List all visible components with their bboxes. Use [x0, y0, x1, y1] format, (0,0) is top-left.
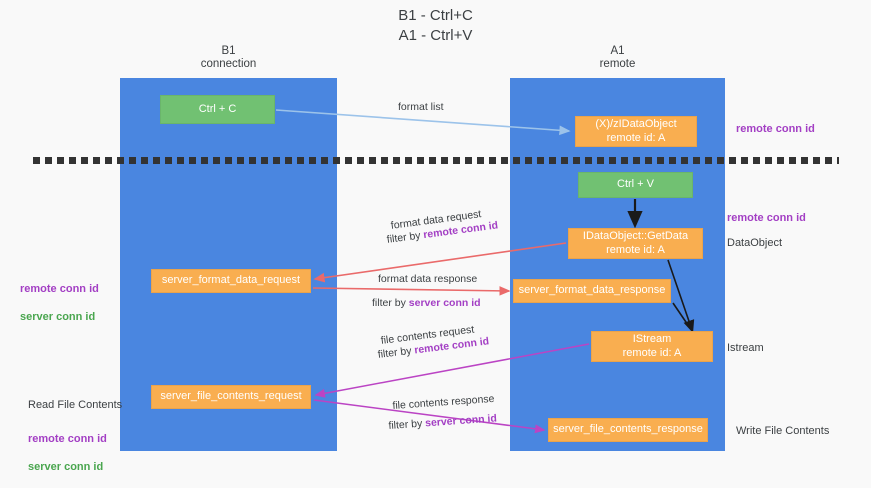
edge-label-file-contents-response: file contents response [392, 392, 495, 412]
filter-key-server-conn-id: server conn id [424, 412, 498, 430]
annotation-server-conn-id: server conn id [20, 311, 96, 323]
annotation-remote-conn-id-mid: remote conn id [727, 212, 806, 224]
filter-prefix: filter by [388, 417, 426, 432]
node-server-format-data-request[interactable]: server_format_data_request [151, 269, 311, 293]
node-idataobject-getdata[interactable]: IDataObject::GetData remote id: A [568, 228, 703, 259]
annotation-read-file-contents: Read File Contents [28, 399, 123, 411]
node-ctrl-v[interactable]: Ctrl + V [578, 172, 693, 198]
annotation-remote-conn-id: remote conn id [20, 283, 99, 295]
annotation-dataobject: DataObject [727, 237, 783, 249]
annotation-istream: Istream [727, 342, 764, 354]
phase-divider [33, 157, 839, 164]
annotation-left-conn-ids-mid: remote conn id server conn id [20, 268, 99, 338]
node-idataobject[interactable]: (X)/zIDataObject remote id: A [575, 116, 697, 147]
filter-key-server-conn-id: server conn id [408, 297, 481, 309]
filter-prefix: filter by [386, 229, 425, 246]
edge-format-data-response [312, 286, 511, 296]
node-server-file-contents-response[interactable]: server_file_contents_response [548, 418, 708, 442]
node-istream[interactable]: IStream remote id: A [591, 331, 713, 362]
annotation-server-conn-id: server conn id [28, 461, 104, 473]
edge-label-format-list: format list [398, 101, 444, 113]
annotation-left-read-file-contents-group: Read File Contents remote conn id server… [28, 384, 122, 488]
edge-label-format-data-response-filter: filter by server conn id [372, 296, 481, 310]
page-title: B1 - Ctrl+C A1 - Ctrl+V [398, 7, 473, 44]
annotation-remote-conn-id-top: remote conn id [736, 123, 815, 135]
node-ctrl-c[interactable]: Ctrl + C [160, 95, 275, 124]
node-server-file-contents-request[interactable]: server_file_contents_request [151, 385, 311, 409]
filter-prefix: filter by [372, 297, 409, 309]
edge-label-format-data-response: format data response [378, 273, 478, 285]
node-server-format-data-response[interactable]: server_format_data_response [513, 279, 671, 303]
swimlane-a1-header: A1 remote [599, 45, 636, 70]
swimlane-b1-header: B1 connection [200, 45, 257, 70]
edge-label-file-contents-response-filter: filter by server conn id [388, 411, 497, 433]
annotation-remote-conn-id: remote conn id [28, 433, 107, 445]
annotation-write-file-contents: Write File Contents [736, 425, 830, 437]
diagram-canvas: B1 - Ctrl+C A1 - Ctrl+V B1 connection A1… [20, 7, 839, 473]
filter-prefix: filter by [377, 344, 416, 361]
